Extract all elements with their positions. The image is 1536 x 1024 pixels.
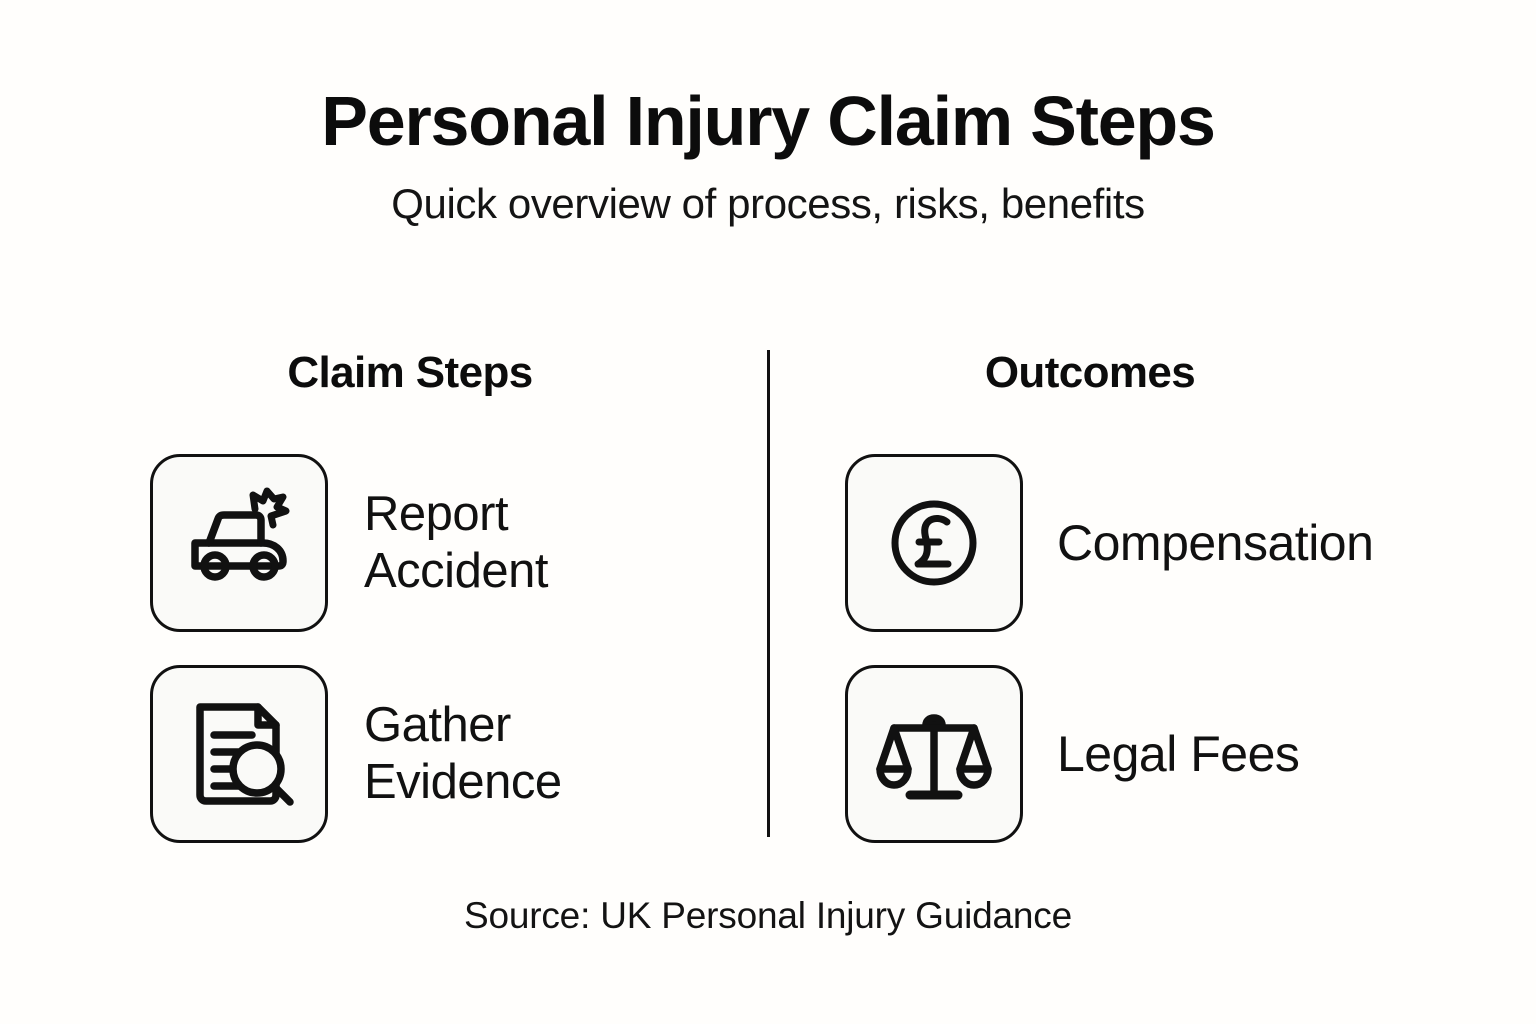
list-item-label: Report Accident [364,487,548,598]
claim-steps-list: Report Accident [150,454,562,876]
header: Personal Injury Claim Steps Quick overvi… [0,84,1536,228]
list-item-label: Compensation [1057,515,1374,571]
column-divider [767,350,770,837]
page-title: Personal Injury Claim Steps [321,82,1216,160]
column-heading-outcomes: Outcomes [984,348,1196,397]
icon-tile-compensation [845,454,1023,632]
list-item[interactable]: Compensation [845,454,1374,632]
column-claim-steps: Claim Steps [40,348,740,843]
list-item[interactable]: Gather Evidence [150,665,562,843]
column-outcomes: Outcomes Compensation [790,348,1490,843]
columns-area: Claim Steps [0,348,1536,848]
column-heading-claim-steps: Claim Steps [287,348,533,397]
icon-tile-report-accident [150,454,328,632]
list-item-label: Gather Evidence [364,698,562,809]
car-crash-icon [179,483,299,603]
list-item-label: Legal Fees [1057,726,1300,782]
page-subtitle: Quick overview of process, risks, benefi… [391,180,1145,228]
source-note: Source: UK Personal Injury Guidance [464,895,1072,936]
icon-tile-gather-evidence [150,665,328,843]
list-item[interactable]: Report Accident [150,454,562,632]
outcomes-list: Compensation [845,454,1374,876]
pound-coin-icon [878,487,990,599]
document-search-icon [180,695,298,813]
list-item[interactable]: Legal Fees [845,665,1373,843]
icon-tile-legal-fees [845,665,1023,843]
scales-of-justice-icon [876,696,992,812]
